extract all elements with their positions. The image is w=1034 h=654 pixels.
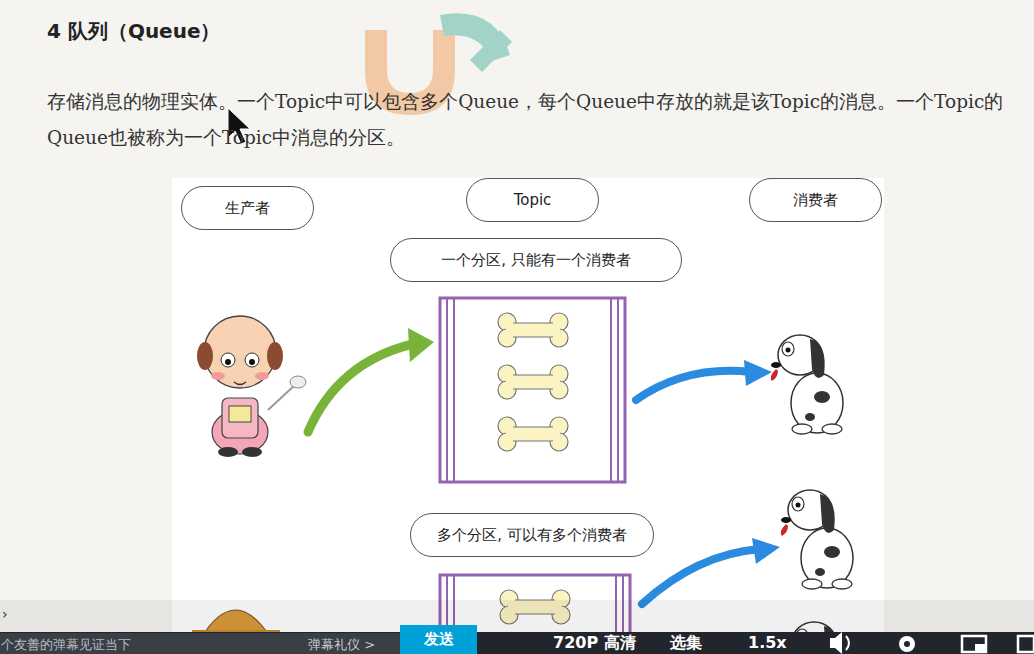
producer-figure	[234, 382, 246, 385]
queue-one	[610, 298, 612, 482]
queue-one	[617, 298, 619, 482]
producer-figure	[204, 316, 276, 388]
producer-figure	[225, 359, 231, 365]
topic-box: Topic	[466, 178, 599, 222]
player-control-bar	[830, 632, 1034, 654]
multi-partition-note: 多个分区, 可以有多个消费者	[410, 513, 654, 557]
consume-arrow-two	[642, 549, 760, 604]
playback-speed: 1.5x	[748, 633, 787, 652]
queue-one	[498, 365, 568, 399]
producer-figure	[229, 406, 251, 422]
player-control-bar	[904, 641, 910, 647]
queue-one	[453, 298, 455, 482]
producer-figure	[197, 316, 306, 457]
player-control-bar	[962, 636, 986, 652]
queue-one	[440, 298, 625, 482]
queue-one	[440, 298, 625, 482]
producer-figure	[221, 353, 235, 367]
queue-one	[498, 313, 568, 347]
producer-figure	[197, 342, 213, 370]
consume-arrow	[636, 371, 751, 400]
body-paragraph: 存储消息的物理实体。一个Topic中可以包含多个Queue，每个Queue中存放…	[47, 84, 1022, 156]
node-text: 消费者	[793, 191, 838, 210]
produce-arrow	[308, 328, 434, 432]
queue-one	[446, 298, 448, 482]
consumer-box: 消费者	[749, 178, 882, 222]
player-control-bar	[830, 632, 842, 654]
producer-figure	[218, 447, 238, 457]
player-control-bar	[400, 625, 477, 654]
panel-arrow: ›	[2, 606, 8, 622]
node-text: 多个分区, 可以有多个消费者	[437, 526, 627, 545]
player-control-bar	[846, 636, 849, 650]
queue-one	[498, 417, 568, 451]
player-control-bar	[0, 633, 400, 654]
consume-arrow-two	[752, 538, 780, 564]
producer-box: 生产者	[181, 186, 314, 230]
consume-arrow	[636, 360, 772, 400]
producer-figure	[249, 359, 255, 365]
produce-arrow	[408, 328, 434, 362]
consume-arrow	[744, 360, 772, 386]
diagram-image	[172, 178, 884, 654]
node-text: Topic	[514, 191, 552, 209]
send-button-text: 发送	[400, 630, 477, 649]
node-text: 一个分区, 只能有一个消费者	[441, 251, 631, 270]
danmaku-etiquette: 弹幕礼仪 >	[308, 636, 375, 654]
producer-figure	[211, 372, 225, 380]
player-control-bar	[0, 600, 1034, 654]
player-control-bar	[899, 636, 915, 652]
quality-setting: 720P 高清	[553, 633, 636, 654]
player-control-bar	[0, 600, 1034, 632]
node-text: 生产者	[225, 199, 270, 218]
consume-arrow-two	[642, 538, 780, 604]
producer-figure	[267, 342, 283, 370]
producer-figure	[290, 376, 306, 388]
producer-figure	[255, 372, 269, 380]
player-control-bar	[0, 632, 1034, 654]
producer-figure	[222, 398, 258, 438]
produce-arrow	[308, 344, 413, 432]
player-control-bar	[1018, 636, 1034, 652]
consumer-dog	[781, 490, 853, 589]
section-title: 4 队列（Queue）	[47, 18, 221, 45]
player-control-bar	[975, 644, 986, 652]
diagram-image	[172, 178, 884, 654]
watermark-logo	[470, 30, 512, 72]
danmaku-placeholder: 个友善的弹幕见证当下	[1, 636, 131, 654]
producer-figure	[268, 384, 296, 410]
consumer-dog	[771, 335, 843, 434]
episode-select: 选集	[670, 633, 702, 654]
producer-figure	[245, 353, 259, 367]
single-partition-note: 一个分区, 只能有一个消费者	[390, 238, 682, 282]
producer-figure	[242, 447, 262, 457]
